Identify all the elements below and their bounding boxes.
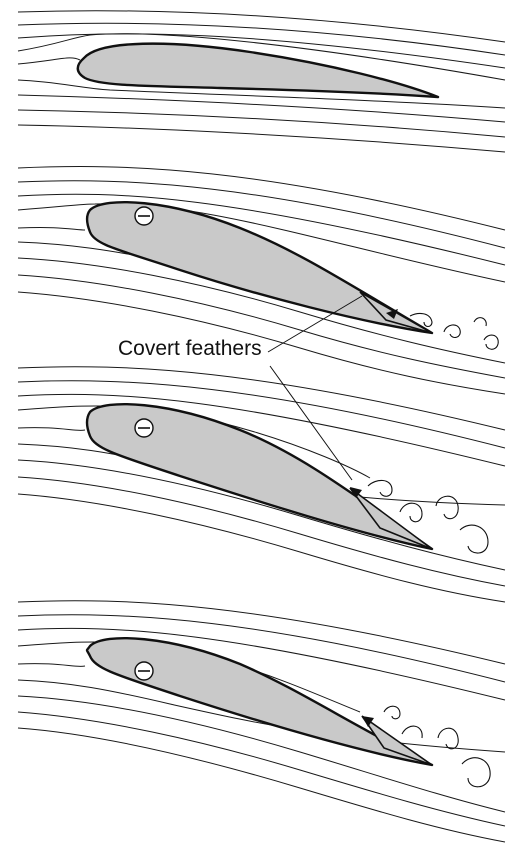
covert-feathers-label: Covert feathers [118, 337, 262, 361]
minus-sign-3 [135, 419, 153, 437]
minus-sign-2 [135, 207, 153, 225]
minus-sign-4 [135, 662, 153, 680]
panel-covert-lift-full [18, 601, 505, 842]
panel-attached-flow [18, 11, 505, 152]
panel-covert-lift-mid [18, 367, 505, 602]
